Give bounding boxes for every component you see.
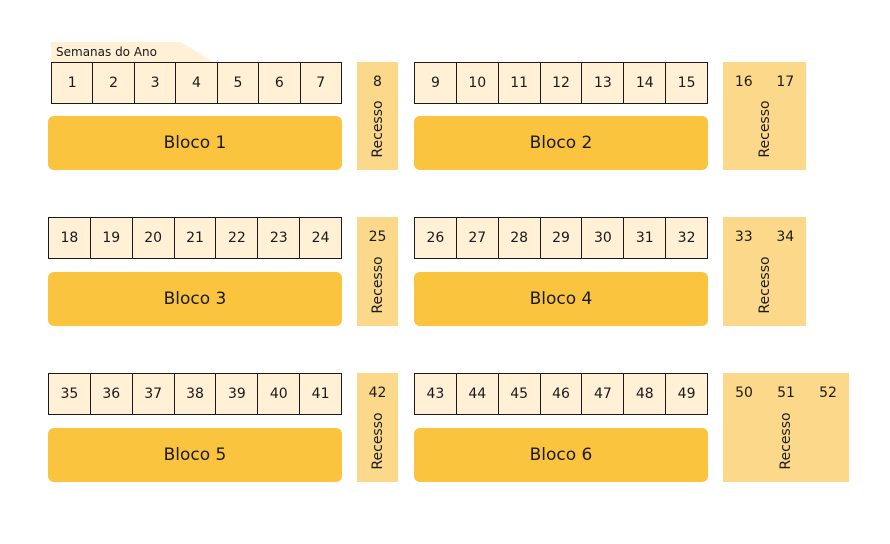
recess-week-number: 42 (368, 385, 387, 401)
recess-week-number: 50 (735, 385, 753, 401)
week-cell: 23 (257, 218, 299, 258)
recess-label: Recesso (778, 412, 794, 470)
week-cell: 11 (497, 63, 540, 103)
week-cell: 32 (665, 218, 707, 258)
recess-label: Recesso (756, 100, 773, 158)
week-cell: 9 (430, 75, 440, 91)
week-cell: 19 (89, 218, 132, 258)
week-cell: 31 (623, 218, 665, 258)
week-cell: 48 (623, 374, 665, 414)
week-cell: 5 (216, 63, 258, 103)
recess-week-number: 52 (819, 385, 837, 401)
block-bar: Bloco 1 (48, 116, 342, 170)
week-cell: 7 (299, 63, 341, 103)
recess-week-number: 16 (734, 74, 753, 90)
recess-label-wrap: Recesso (368, 406, 388, 476)
week-cell: 49 (665, 374, 707, 414)
recess-week-number: 17 (776, 74, 795, 90)
week-cell: 40 (257, 374, 299, 414)
weeks-of-year-tab: Semanas do Ano (51, 42, 213, 62)
week-cell: 22 (215, 218, 257, 258)
recess-weeks: 25 (357, 229, 398, 245)
block-bar: Bloco 4 (414, 272, 708, 326)
week-cell: 14 (623, 63, 665, 103)
recess-label-wrap: Recesso (368, 250, 388, 320)
recess-label-wrap: Recesso (755, 250, 775, 320)
week-cell: 29 (539, 218, 582, 258)
recess-week-number: 34 (776, 229, 795, 245)
week-cell: 45 (497, 374, 540, 414)
recess-label: Recesso (369, 256, 386, 314)
week-cell: 2 (92, 63, 133, 103)
week-cell: 36 (89, 374, 132, 414)
tab-shape (51, 42, 213, 62)
recess-weeks: 8 (357, 74, 398, 90)
week-cell: 1 (67, 75, 77, 91)
week-cell: 39 (215, 374, 257, 414)
recess-label-wrap: Recesso (776, 406, 796, 476)
week-cell: 38 (173, 374, 216, 414)
week-cell: 41 (299, 374, 341, 414)
week-cell: 15 (665, 63, 707, 103)
week-cell: 6 (258, 63, 299, 103)
week-cell: 10 (455, 63, 498, 103)
recess-weeks: 50 51 52 (723, 385, 849, 401)
week-cell: 35 (60, 386, 79, 402)
week-cell: 4 (175, 63, 216, 103)
week-cell: 3 (133, 63, 175, 103)
tab-label: Semanas do Ano (56, 45, 157, 59)
week-cell: 26 (426, 230, 445, 246)
block-bar: Bloco 3 (48, 272, 342, 326)
week-cell: 18 (60, 230, 79, 246)
week-cell: 12 (539, 63, 582, 103)
block-bar: Bloco 5 (48, 428, 342, 482)
week-cell: 24 (299, 218, 341, 258)
block-bar: Bloco 6 (414, 428, 708, 482)
recess-week-number: 25 (368, 229, 387, 245)
recess-label: Recesso (369, 100, 386, 158)
week-cell: 20 (131, 218, 174, 258)
block-bar: Bloco 2 (414, 116, 708, 170)
week-cell: 46 (539, 374, 582, 414)
recess-week-number: 33 (734, 229, 753, 245)
recess-label: Recesso (756, 256, 773, 314)
week-cell: 13 (581, 63, 623, 103)
recess-week-number: 8 (373, 74, 382, 90)
recess-weeks: 33 34 (723, 229, 806, 245)
week-cell: 44 (455, 374, 498, 414)
recess-label-wrap: Recesso (755, 94, 775, 164)
recess-week-number: 51 (777, 385, 795, 401)
recess-weeks: 42 (357, 385, 398, 401)
week-cell: 21 (173, 218, 216, 258)
week-cell: 30 (581, 218, 623, 258)
recess-label: Recesso (369, 412, 386, 470)
week-cell: 28 (497, 218, 540, 258)
week-cell: 27 (455, 218, 498, 258)
recess-label-wrap: Recesso (368, 94, 388, 164)
week-cell: 47 (581, 374, 623, 414)
week-cell: 43 (426, 386, 445, 402)
week-cell: 37 (131, 374, 174, 414)
